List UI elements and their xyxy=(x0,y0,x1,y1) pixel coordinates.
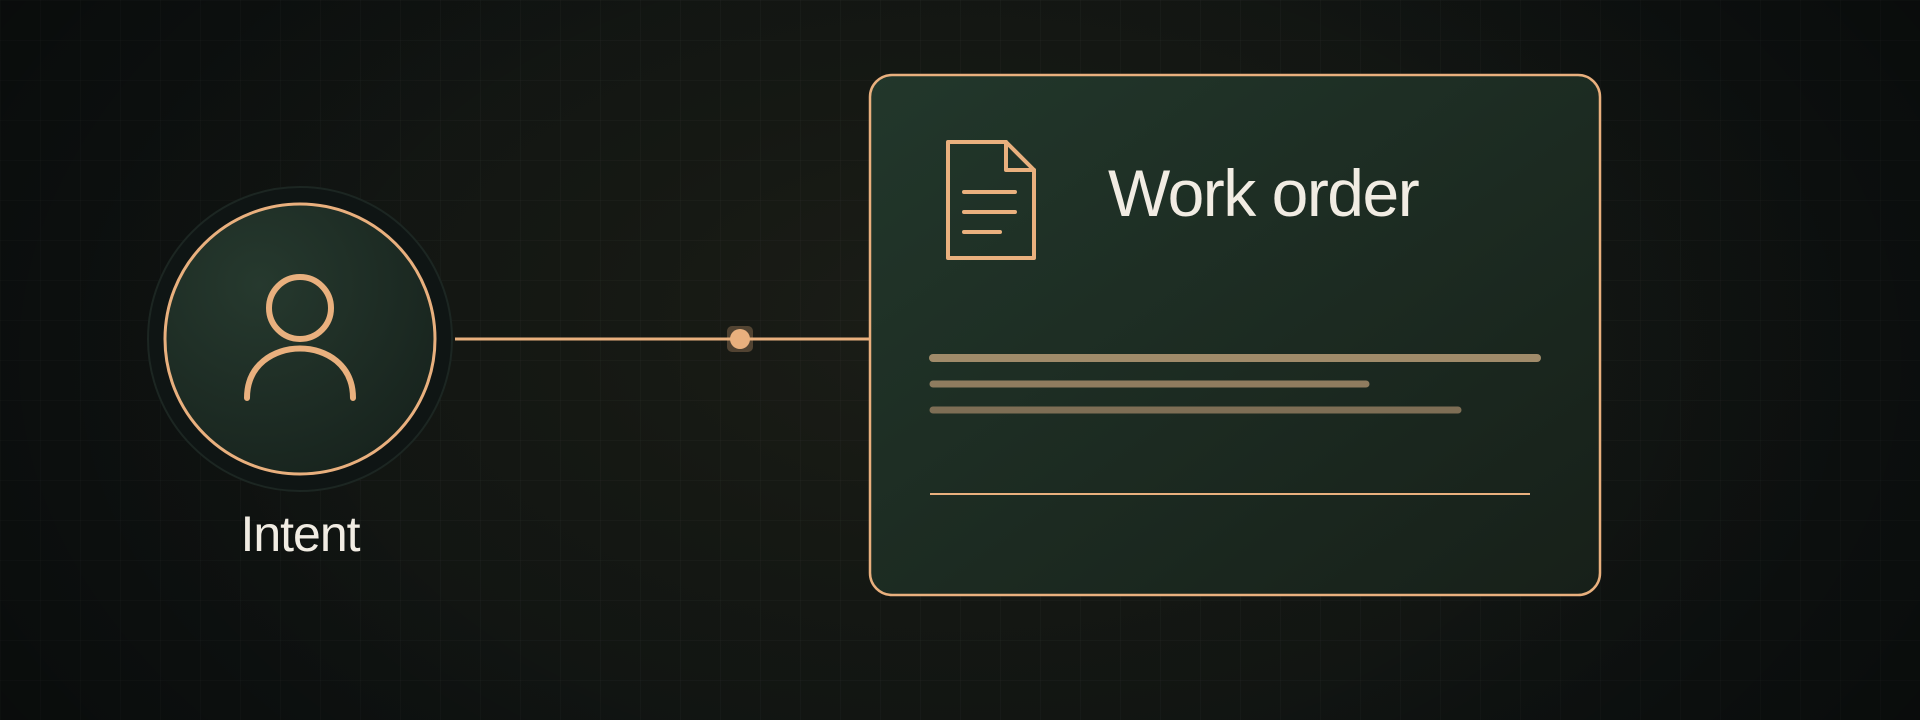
work-order-card[interactable] xyxy=(868,73,1602,597)
intent-node[interactable] xyxy=(147,186,453,492)
work-order-card-frame xyxy=(868,73,1602,597)
document-icon xyxy=(946,140,1036,260)
intent-node-label: Intent xyxy=(240,506,360,562)
user-icon xyxy=(244,274,356,401)
work-order-title: Work order xyxy=(1108,156,1420,230)
connector-handle[interactable] xyxy=(730,329,750,349)
card-placeholder-lines xyxy=(929,354,1541,414)
